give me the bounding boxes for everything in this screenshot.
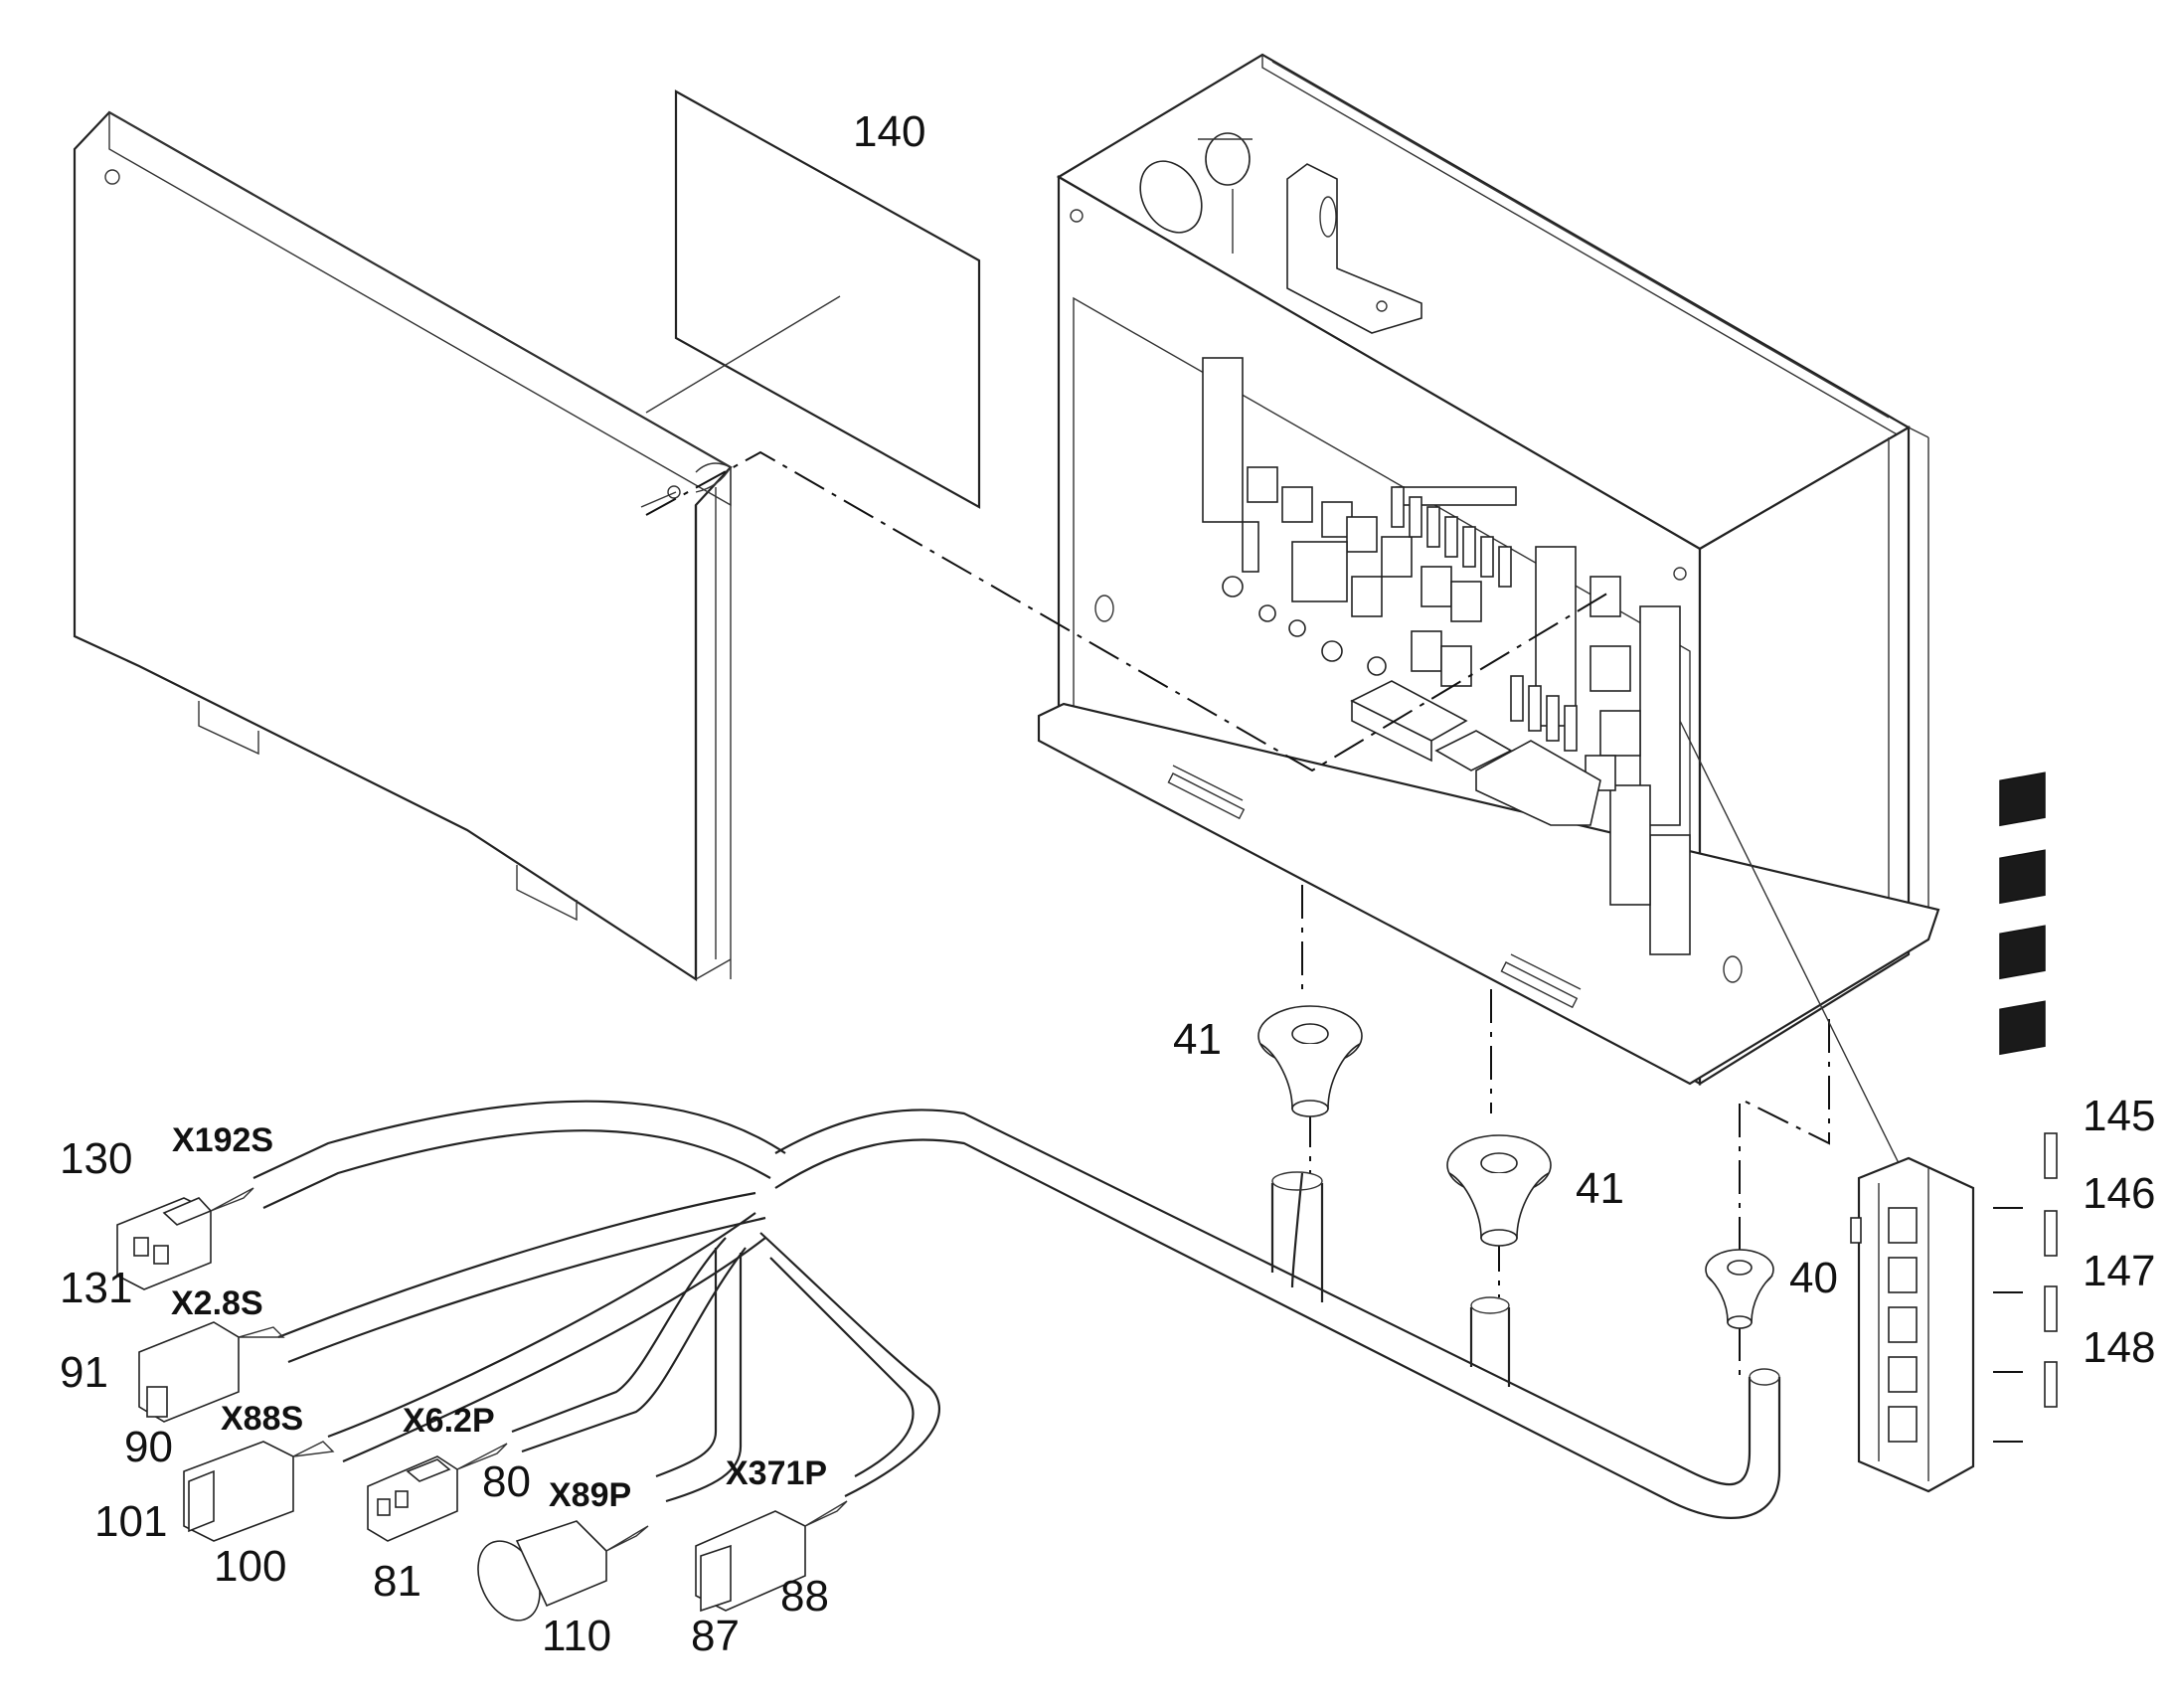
- part-90-label: 90: [124, 1423, 173, 1471]
- connector-label-x88s: X88S: [221, 1400, 303, 1438]
- part-110-label: 110: [542, 1612, 611, 1660]
- part-101-label: 101: [94, 1497, 167, 1546]
- terminal-strips: [1202, 357, 1691, 955]
- fuse-147: [1999, 925, 2058, 1332]
- part-140-label: 140: [853, 107, 925, 156]
- part-88-label: 88: [780, 1572, 829, 1621]
- part-41-a-label: 41: [1173, 1015, 1222, 1064]
- relays: [1247, 466, 1641, 791]
- grommet-40: [1705, 1249, 1774, 1329]
- connector-label-x192s: X192S: [172, 1121, 273, 1159]
- connector-label-x62p: X6.2P: [403, 1402, 495, 1440]
- fuse-145: [1999, 771, 2058, 1179]
- connector-x28s: [138, 1321, 285, 1423]
- connector-x371p: [695, 1500, 848, 1613]
- connector-x192s: [116, 1187, 254, 1290]
- connector-label-x371p: X371P: [726, 1454, 827, 1492]
- part-148-label: 148: [2083, 1323, 2155, 1372]
- connector-x62p: [367, 1443, 508, 1542]
- cover-panel: [73, 110, 733, 982]
- label-sheet: 140: [645, 89, 981, 509]
- grommet-41-a: [1257, 1005, 1363, 1117]
- connector-label-x28s: X2.8S: [171, 1284, 263, 1322]
- part-147-label: 147: [2083, 1247, 2155, 1295]
- part-41-b-label: 41: [1576, 1164, 1624, 1213]
- grommet-41-b: [1446, 1134, 1552, 1247]
- part-100-label: 100: [214, 1542, 286, 1591]
- electrical-box: [1037, 53, 1940, 1086]
- connector-x89p: [477, 1520, 649, 1622]
- connector-label-x89p: X89P: [549, 1476, 631, 1514]
- fuse-rows: [1391, 486, 1578, 752]
- connector-x88s: [183, 1441, 335, 1542]
- part-130-label: 130: [60, 1134, 132, 1183]
- fuse-148: [1999, 1000, 2058, 1408]
- part-146-label: 146: [2083, 1169, 2155, 1218]
- fuse-146: [1999, 849, 2058, 1257]
- part-40-label: 40: [1789, 1254, 1838, 1302]
- part-80-label: 80: [482, 1457, 531, 1506]
- part-131-label: 131: [60, 1264, 132, 1312]
- fuse-holder: [1850, 1156, 1975, 1493]
- part-81-label: 81: [373, 1557, 421, 1606]
- part-87-label: 87: [691, 1612, 740, 1660]
- wiring-harness: [252, 1100, 1781, 1519]
- part-145-label: 145: [2083, 1092, 2155, 1140]
- assembly-lines: [645, 450, 2023, 1443]
- part-91-label: 91: [60, 1348, 108, 1397]
